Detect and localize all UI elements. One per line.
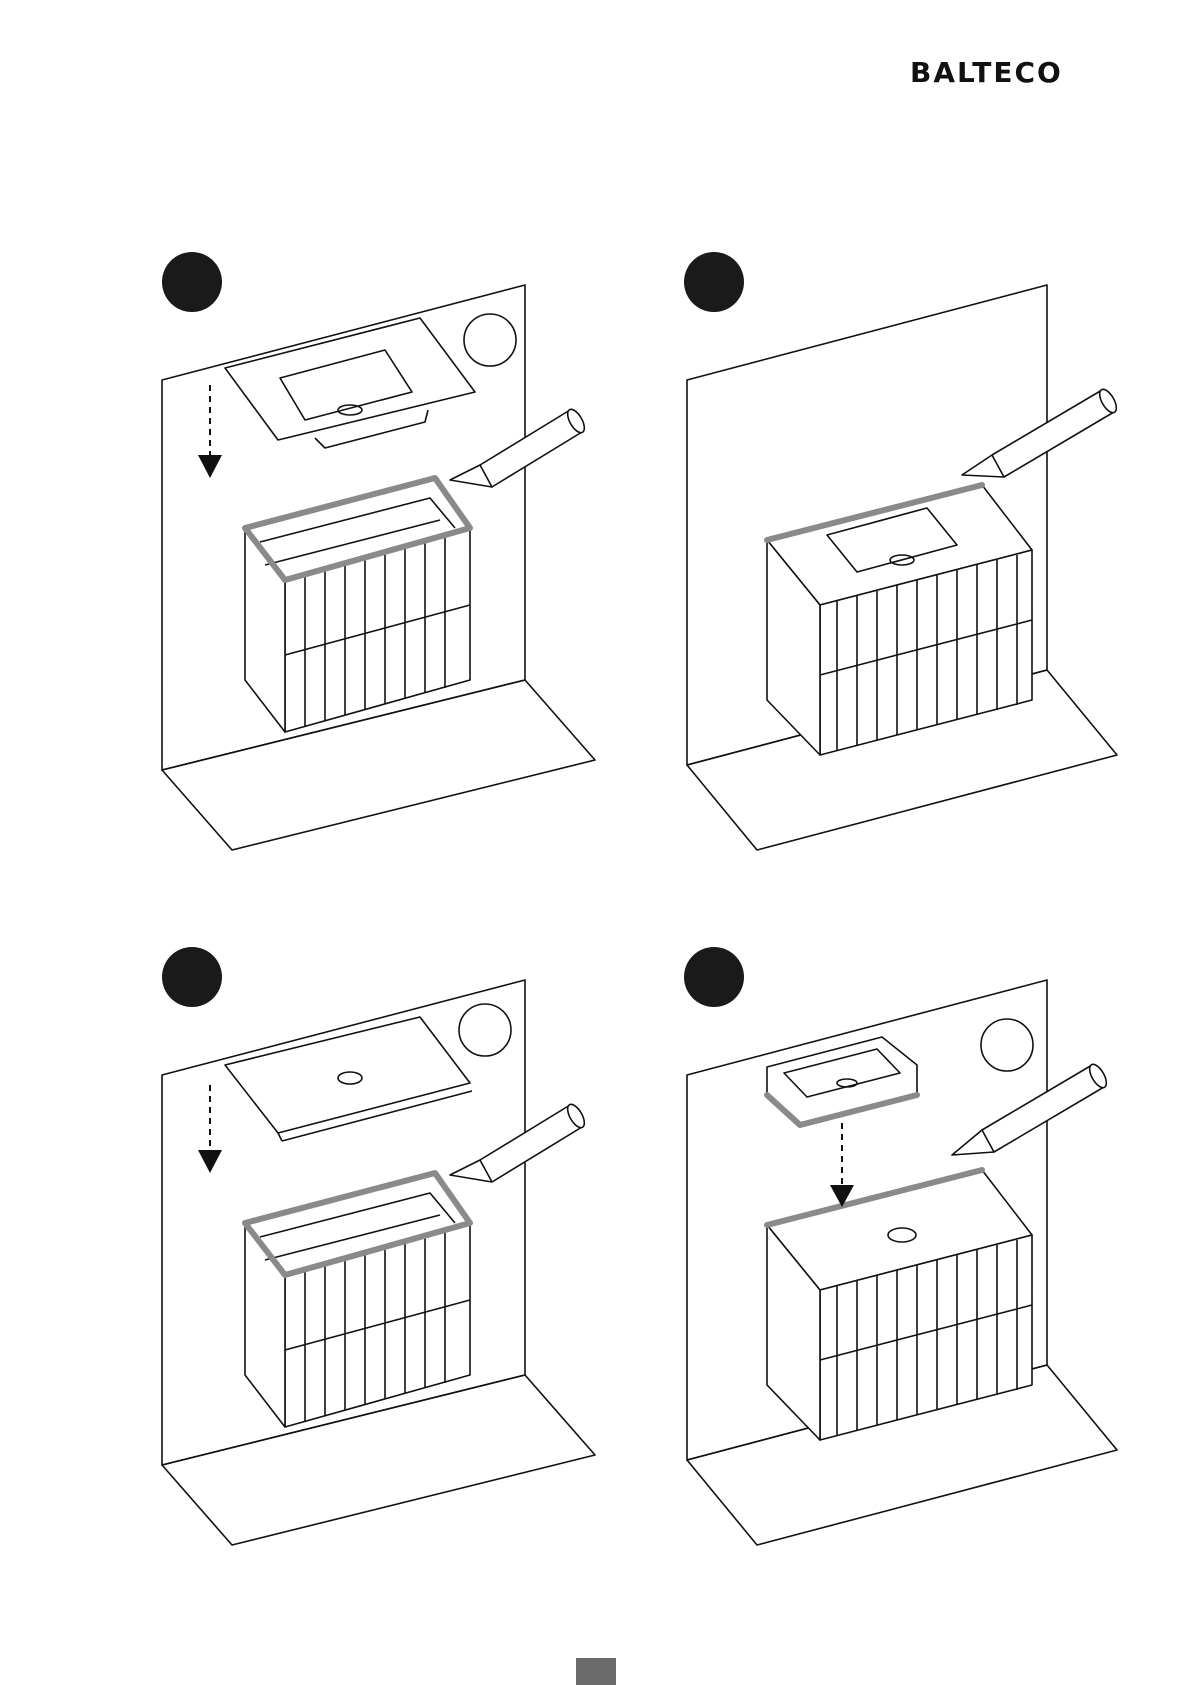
step-3-badge [162, 947, 222, 1007]
step-1-panel [150, 250, 630, 870]
lower-countertop-with-silicone-icon [150, 945, 630, 1565]
lower-washbasin-with-silicone-icon [150, 250, 630, 870]
step-4-badge [684, 947, 744, 1007]
step-2-badge [684, 252, 744, 312]
step-1-badge [162, 252, 222, 312]
step-4-panel [672, 945, 1152, 1565]
step-2-panel [672, 250, 1152, 870]
seal-washbasin-to-wall-icon [672, 250, 1152, 870]
step-3-panel [150, 945, 630, 1565]
brand-name: BALTECO [910, 56, 1063, 86]
page-number-tab [576, 1658, 616, 1685]
place-vessel-sink-on-countertop-icon [672, 945, 1152, 1565]
brand-logo: BALTECO [910, 54, 1135, 86]
